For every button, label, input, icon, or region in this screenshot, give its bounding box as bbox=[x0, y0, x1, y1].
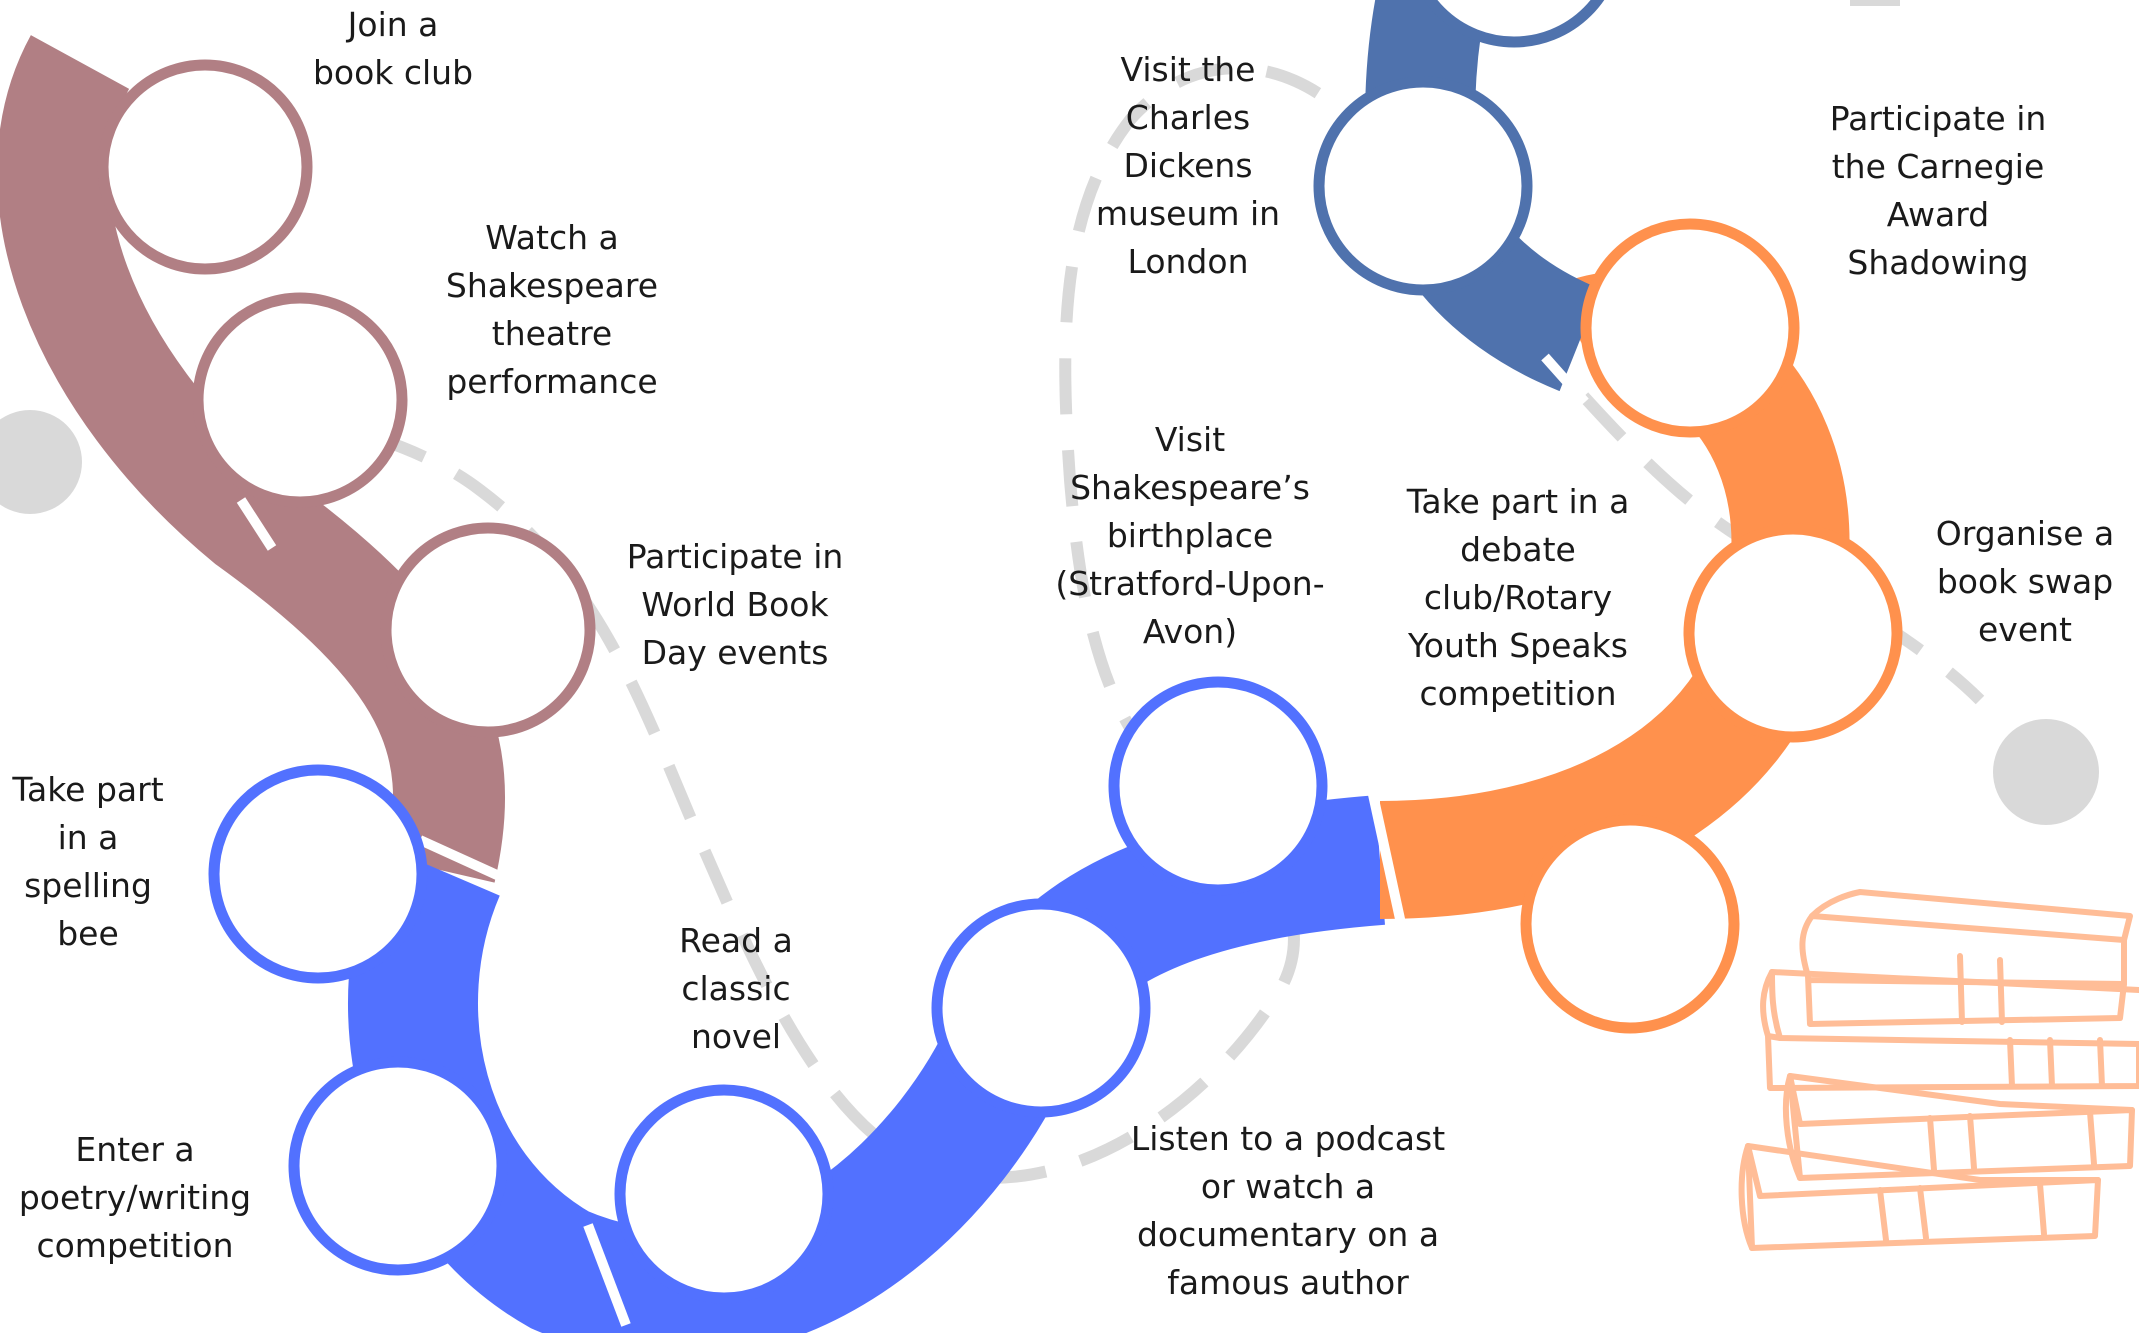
circle-dickens-museum bbox=[1313, 76, 1533, 296]
activity-circles bbox=[97, 0, 1903, 1304]
end-dot bbox=[1993, 719, 2099, 825]
label-poetry-competition: Enter a poetry/writing competition bbox=[18, 1130, 252, 1265]
label-dickens-museum: Visit the Charles Dickens museum in Lond… bbox=[1095, 50, 1281, 281]
circle-shakespeare-theatre bbox=[192, 292, 408, 508]
circle-classic-novel bbox=[614, 1084, 834, 1304]
label-book-club: Join a book club bbox=[312, 5, 474, 92]
circle-top-partial bbox=[1423, 0, 1605, 48]
label-podcast-documentary: Listen to a podcast or watch a documenta… bbox=[1130, 1119, 1446, 1302]
label-debate-club: Take part in a debate club/Rotary Youth … bbox=[1406, 482, 1630, 713]
circle-book-club bbox=[97, 59, 313, 275]
circle-poetry-competition bbox=[288, 1056, 508, 1276]
label-classic-novel: Read a classic novel bbox=[679, 921, 793, 1056]
books-stack-icon bbox=[1738, 889, 2139, 1251]
label-spelling-bee: Take part in a spelling bee bbox=[12, 770, 164, 953]
label-shakespeare-theatre: Watch a Shakespeare theatre performance bbox=[445, 218, 659, 401]
segment-separators bbox=[236, 353, 1589, 1327]
circle-debate-club bbox=[1520, 814, 1740, 1034]
circle-spelling-bee bbox=[208, 764, 428, 984]
circle-podcast-documentary bbox=[931, 898, 1151, 1118]
circle-world-book-day bbox=[380, 522, 596, 738]
label-world-book-day: Participate in World Book Day events bbox=[626, 537, 844, 672]
circle-shakespeare-birthplace bbox=[1108, 676, 1328, 896]
start-dot bbox=[0, 410, 82, 514]
label-carnegie-award: Participate in the Carnegie Award Shadow… bbox=[1829, 99, 2047, 282]
circle-book-swap bbox=[1683, 523, 1903, 743]
circle-carnegie-award bbox=[1580, 218, 1800, 438]
label-shakespeare-birthplace: Visit Shakespeare’s birthplace (Stratfor… bbox=[1055, 420, 1325, 651]
label-book-swap: Organise a book swap event bbox=[1935, 514, 2115, 649]
